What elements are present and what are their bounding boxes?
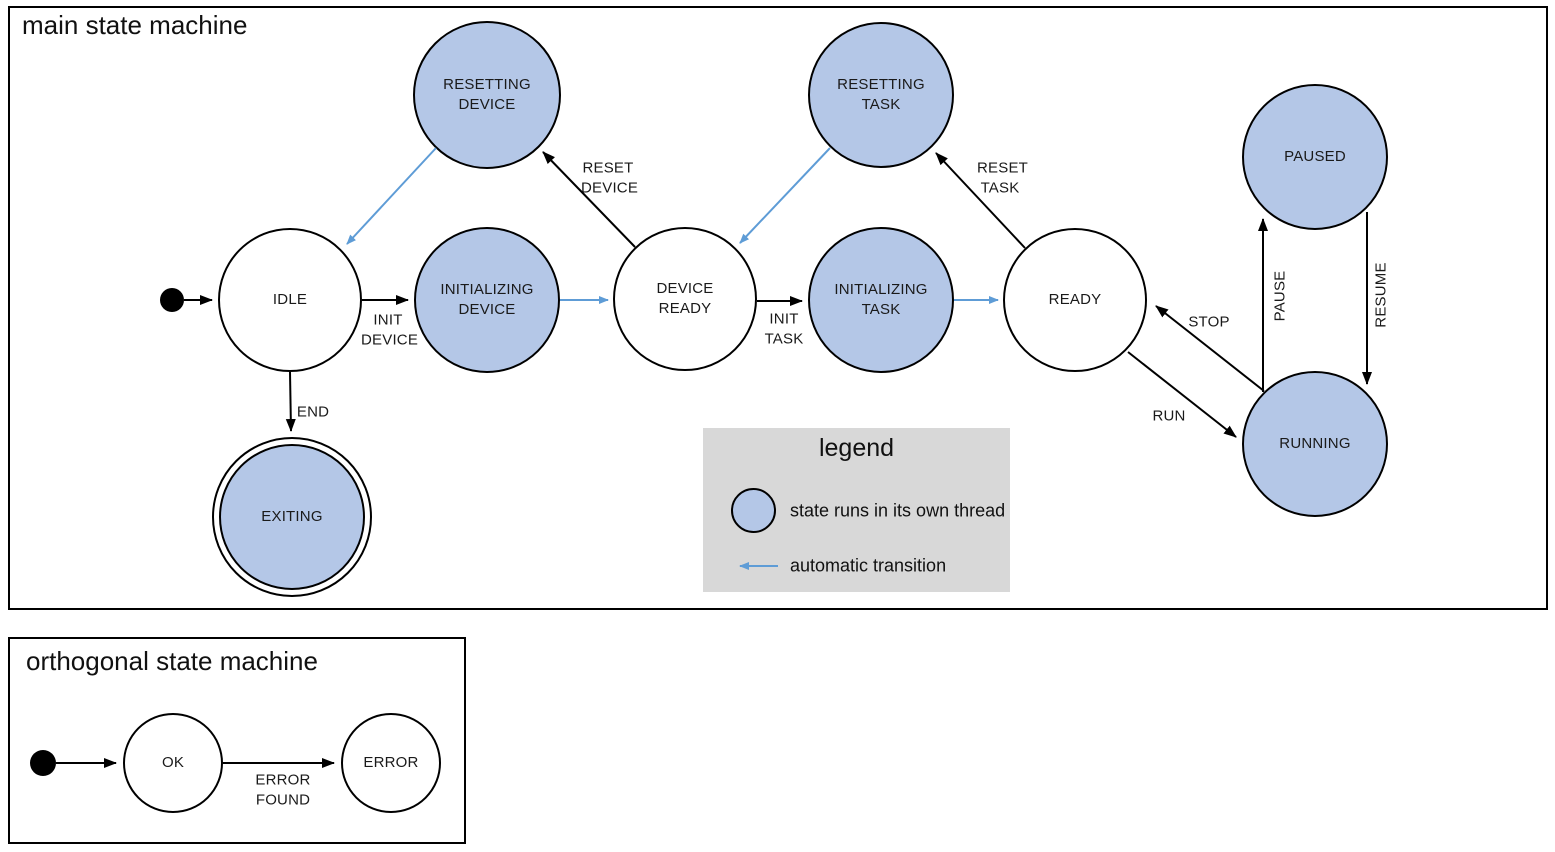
state-label: PAUSED bbox=[1284, 147, 1346, 165]
state-ok: OK bbox=[123, 713, 223, 813]
state-paused: PAUSED bbox=[1242, 84, 1388, 230]
transition-label-stop: STOP bbox=[1188, 313, 1230, 331]
transition-label-reset-task: RESET TASK bbox=[977, 159, 1029, 197]
transition-label-reset-device: RESET DEVICE bbox=[581, 159, 639, 197]
main-state-machine-title: main state machine bbox=[22, 10, 248, 40]
state-idle: IDLE bbox=[218, 228, 362, 372]
state-exiting: EXITING bbox=[212, 437, 372, 597]
state-label: RESETTING TASK bbox=[837, 75, 925, 113]
transition-label-init-task: INIT TASK bbox=[764, 310, 804, 348]
state-initializing-device: INITIALIZING DEVICE bbox=[414, 227, 560, 373]
state-label: OK bbox=[161, 753, 185, 771]
transition-label-error-found: ERROR FOUND bbox=[255, 771, 311, 809]
state-label: INITIALIZING TASK bbox=[834, 280, 928, 318]
state-label: RESETTING DEVICE bbox=[443, 75, 531, 113]
transition-label-resume: RESUME bbox=[1372, 262, 1390, 328]
state-device-ready: DEVICE READY bbox=[613, 227, 757, 371]
orthogonal-state-machine-title: orthogonal state machine bbox=[26, 646, 318, 676]
legend-item-automatic-label: automatic transition bbox=[790, 555, 947, 576]
state-label: ERROR bbox=[363, 753, 419, 771]
state-label: READY bbox=[1048, 290, 1102, 308]
state-error: ERROR bbox=[341, 713, 441, 813]
transition-label-end: END bbox=[296, 403, 330, 421]
transition-label-init-device: INIT DEVICE bbox=[361, 311, 419, 349]
initial-state-dot bbox=[30, 750, 56, 776]
state-initializing-task: INITIALIZING TASK bbox=[808, 227, 954, 373]
state-resetting-task: RESETTING TASK bbox=[808, 22, 954, 168]
threaded-state-legend-icon bbox=[731, 488, 776, 533]
legend-item-threaded-label: state runs in its own thread bbox=[790, 500, 1006, 521]
initial-state-dot bbox=[160, 288, 184, 312]
state-label: RUNNING bbox=[1279, 434, 1351, 452]
state-label: INITIALIZING DEVICE bbox=[440, 280, 534, 318]
transition-label-pause: PAUSE bbox=[1271, 270, 1289, 322]
state-resetting-device: RESETTING DEVICE bbox=[413, 21, 561, 169]
state-label: EXITING bbox=[261, 507, 323, 525]
state-running: RUNNING bbox=[1242, 371, 1388, 517]
state-label: IDLE bbox=[272, 290, 308, 308]
state-ready: READY bbox=[1003, 228, 1147, 372]
state-label: DEVICE READY bbox=[656, 279, 714, 317]
final-state-inner-circle: EXITING bbox=[219, 444, 365, 590]
legend-title: legend bbox=[818, 434, 895, 462]
transition-label-run: RUN bbox=[1152, 407, 1186, 425]
